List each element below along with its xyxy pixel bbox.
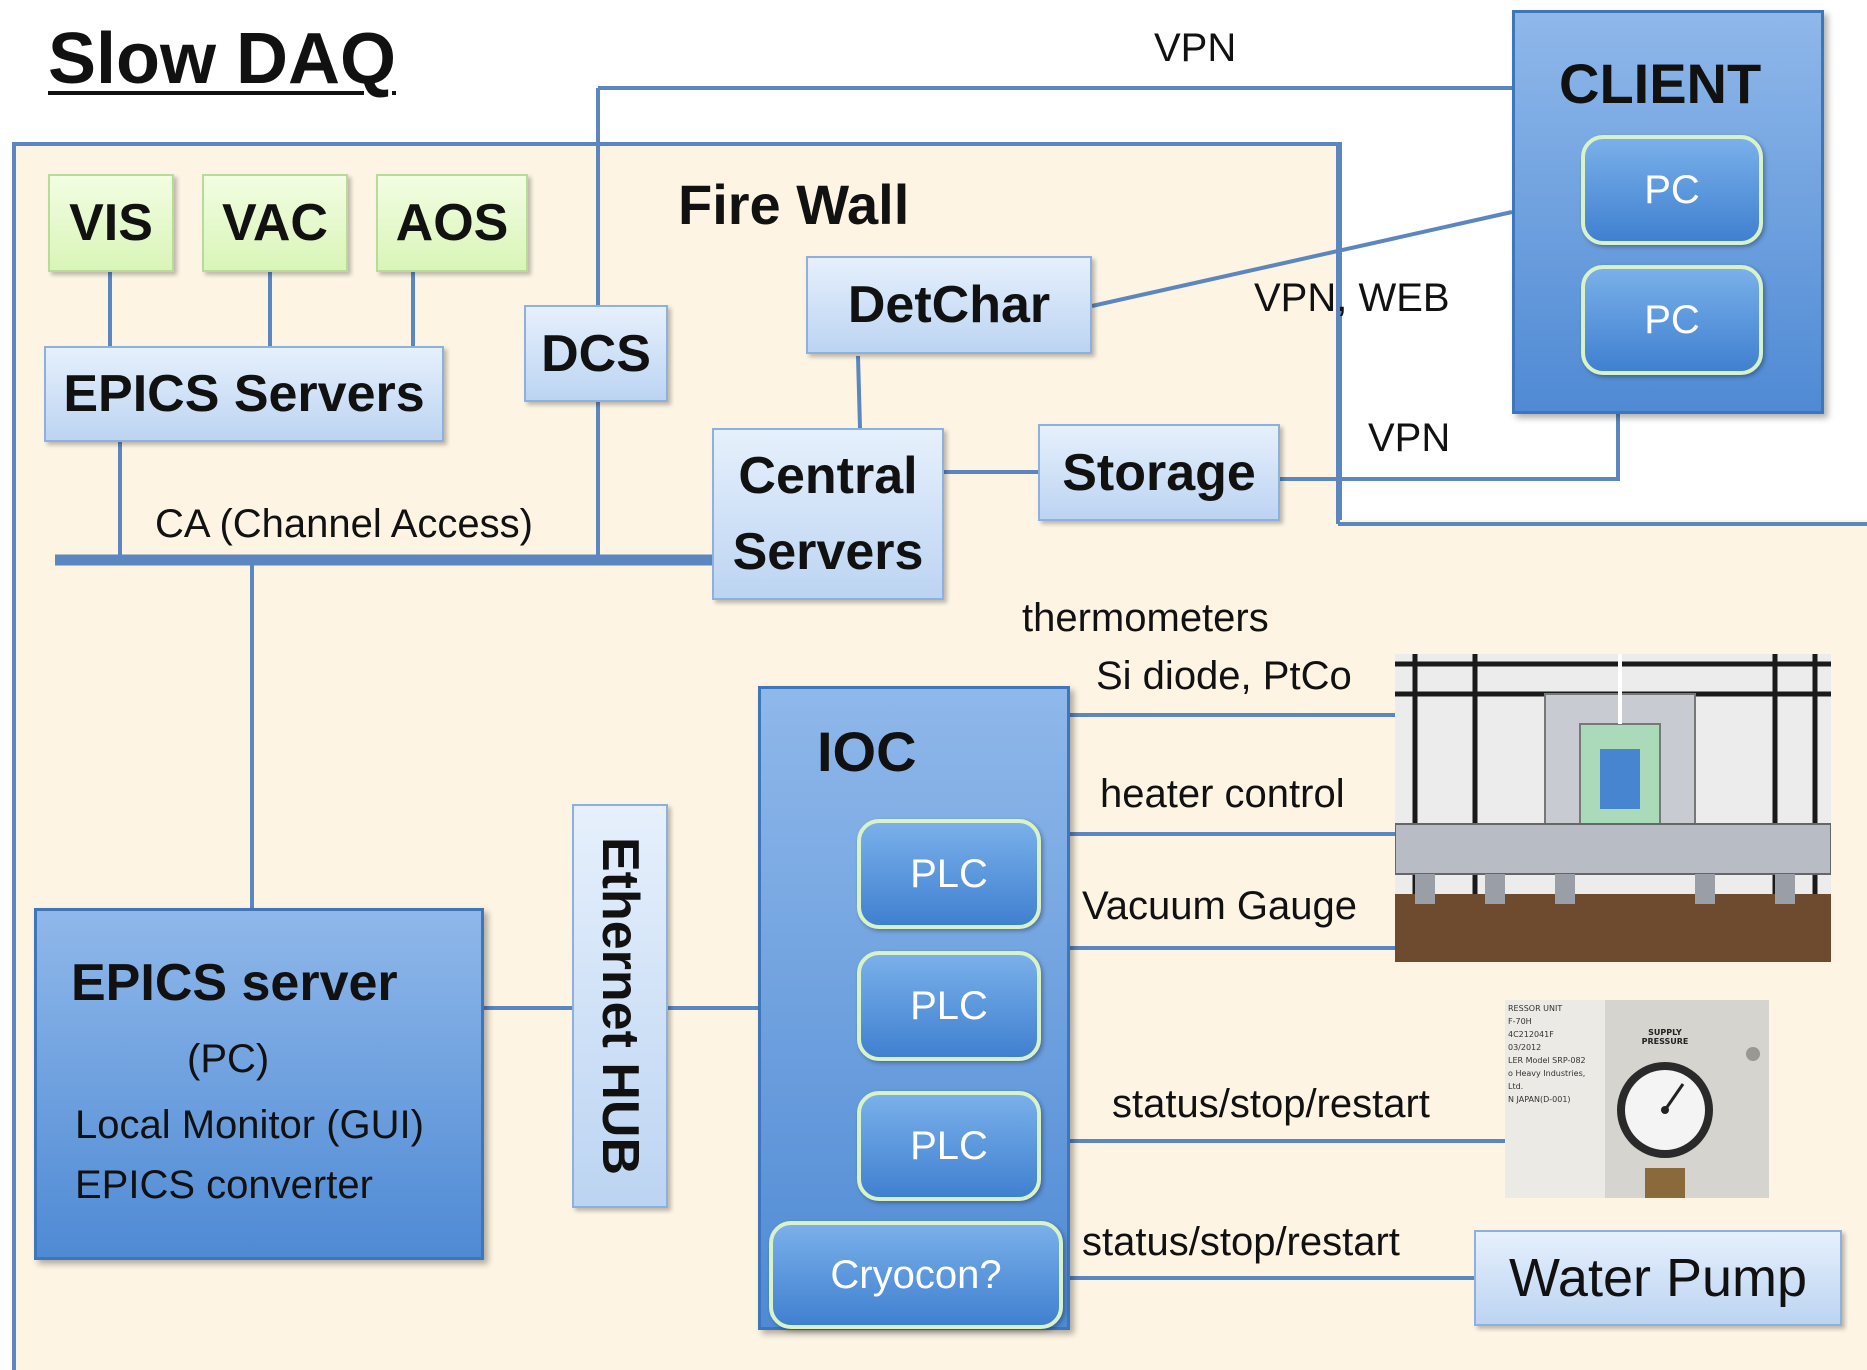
firewall-label: Fire Wall (678, 173, 910, 236)
client-pc-2: PC (1581, 265, 1763, 375)
storage-client-line (1280, 414, 1620, 481)
thermometers-label: thermometers (1022, 596, 1269, 640)
pressure-gauge-icon (1617, 1062, 1713, 1198)
ca-label: CA (Channel Access) (155, 502, 533, 546)
client-box: CLIENT PC PC (1512, 10, 1824, 414)
compressor-text-6: N JAPAN(D-001) (1508, 1095, 1571, 1104)
ethernet-hub-label: Ethernet HUB (591, 836, 649, 1176)
compressor-text-0: RESSOR UNIT (1508, 1004, 1563, 1013)
compressor-text-3: 03/2012 (1508, 1043, 1542, 1052)
compressor-text-4: LER Model SRP-082 (1508, 1056, 1586, 1065)
vpn-web-label: VPN, WEB (1254, 276, 1450, 320)
compressor-label-panel: RESSOR UNIT F-70H 4C212041F 03/2012 LER … (1505, 1000, 1605, 1198)
vpn-storage-label: VPN (1368, 416, 1451, 460)
cryostat-illustration (1395, 654, 1831, 962)
bolt-icon (1746, 1047, 1760, 1061)
compressor-text-5: o Heavy Industries, Ltd. (1508, 1069, 1586, 1091)
detchar-central-line (856, 355, 862, 429)
subsystem-vac: VAC (202, 174, 348, 272)
client-title: CLIENT (1559, 52, 1762, 115)
epics-server-pc-line1: (PC) (187, 1037, 270, 1081)
thermometers-sublabel: Si diode, PtCo (1096, 654, 1352, 698)
storage-box: Storage (1038, 424, 1280, 521)
heater-label: heater control (1100, 772, 1345, 816)
ioc-title: IOC (817, 720, 917, 783)
epics-servers-box: EPICS Servers (44, 346, 444, 442)
status-compressor-label: status/stop/restart (1112, 1082, 1430, 1126)
dcs-box: DCS (524, 305, 668, 402)
detchar-client-line (1091, 210, 1513, 308)
plc-1: PLC (857, 819, 1041, 929)
vpn-top-label: VPN (1154, 26, 1237, 70)
detchar-box: DetChar (806, 256, 1092, 354)
epics-server-pc-title: EPICS server (71, 954, 398, 1012)
vacuum-label: Vacuum Gauge (1082, 884, 1357, 928)
epics-server-pc-line3: EPICS converter (75, 1163, 373, 1207)
water-pump-box: Water Pump (1474, 1230, 1842, 1326)
cryocon-box: Cryocon? (769, 1221, 1063, 1329)
client-pc-1: PC (1581, 135, 1763, 245)
plc-3: PLC (857, 1091, 1041, 1201)
central-servers-box: Central Servers (712, 428, 944, 600)
central-servers-label-line2: Servers (732, 523, 924, 581)
compressor-photo: RESSOR UNIT F-70H 4C212041F 03/2012 LER … (1505, 1000, 1769, 1198)
subsystem-aos: AOS (376, 174, 528, 272)
plc-2: PLC (857, 951, 1041, 1061)
ioc-box: IOC PLC PLC PLC Cryocon? (758, 686, 1070, 1330)
subsystem-vis: VIS (48, 174, 174, 272)
cryostat-photo (1395, 654, 1831, 962)
epics-server-pc-line2: Local Monitor (GUI) (75, 1103, 424, 1147)
compressor-text-1: F-70H (1508, 1017, 1532, 1026)
central-servers-label-line1: Central (738, 447, 918, 505)
ethernet-hub-box: Ethernet HUB (572, 804, 668, 1208)
compressor-text-2: 4C212041F (1508, 1030, 1554, 1039)
page-title: Slow DAQ (48, 19, 397, 99)
status-pump-label: status/stop/restart (1082, 1220, 1400, 1264)
epics-server-pc-box: EPICS server (PC) Local Monitor (GUI) EP… (34, 908, 484, 1260)
supply-pressure-label: SUPPLY PRESSURE (1641, 1028, 1689, 1046)
